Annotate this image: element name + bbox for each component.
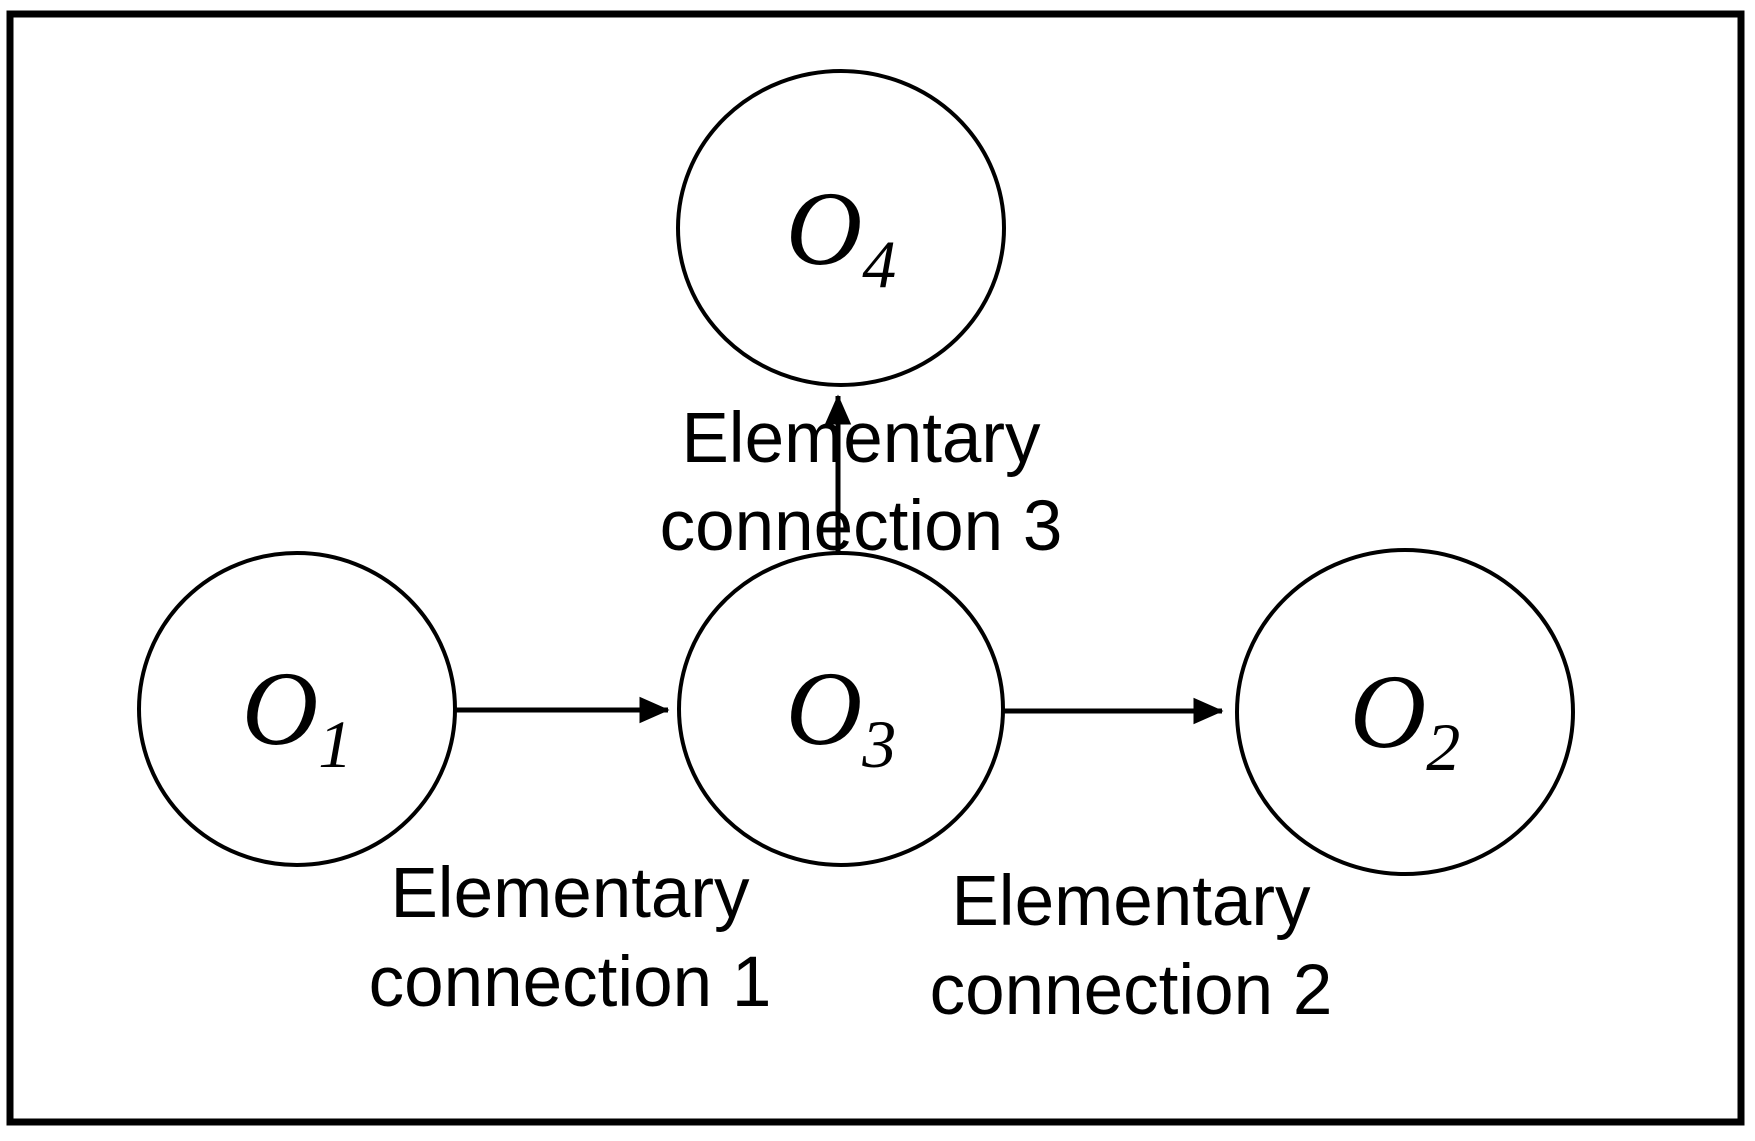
edge-label-connection-2-line-2: connection 2 bbox=[930, 951, 1333, 1030]
node-o3-circle bbox=[677, 551, 1005, 867]
node-o3-subscript: 3 bbox=[861, 706, 896, 782]
edge-label-connection-3-line-2: connection 3 bbox=[660, 487, 1063, 566]
figure-border-frame bbox=[6, 10, 1745, 1126]
node-o4-label: O4 bbox=[786, 170, 897, 302]
edge-label-connection-2-line-1: Elementary bbox=[951, 862, 1311, 941]
node-o1-subscript: 1 bbox=[318, 706, 352, 782]
node-o4-circle bbox=[676, 69, 1006, 387]
edge-label-connection-3-line-1: Elementary bbox=[681, 399, 1041, 478]
node-o1-label: O1 bbox=[242, 650, 353, 782]
node-o4-symbol: O bbox=[786, 170, 863, 287]
node-o1-circle bbox=[137, 551, 457, 867]
node-o2-subscript: 2 bbox=[1426, 709, 1460, 785]
edge-label-connection-1-line-2: connection 1 bbox=[369, 943, 772, 1022]
node-o3-label: O3 bbox=[786, 650, 897, 782]
node-o2-circle bbox=[1235, 548, 1575, 876]
node-o2-symbol: O bbox=[1350, 653, 1427, 770]
edge-label-connection-1-line-1: Elementary bbox=[390, 854, 750, 933]
node-o1-symbol: O bbox=[242, 650, 319, 767]
node-o2-label: O2 bbox=[1350, 653, 1461, 785]
node-o4-subscript: 4 bbox=[862, 226, 896, 302]
node-o3-symbol: O bbox=[786, 650, 863, 767]
